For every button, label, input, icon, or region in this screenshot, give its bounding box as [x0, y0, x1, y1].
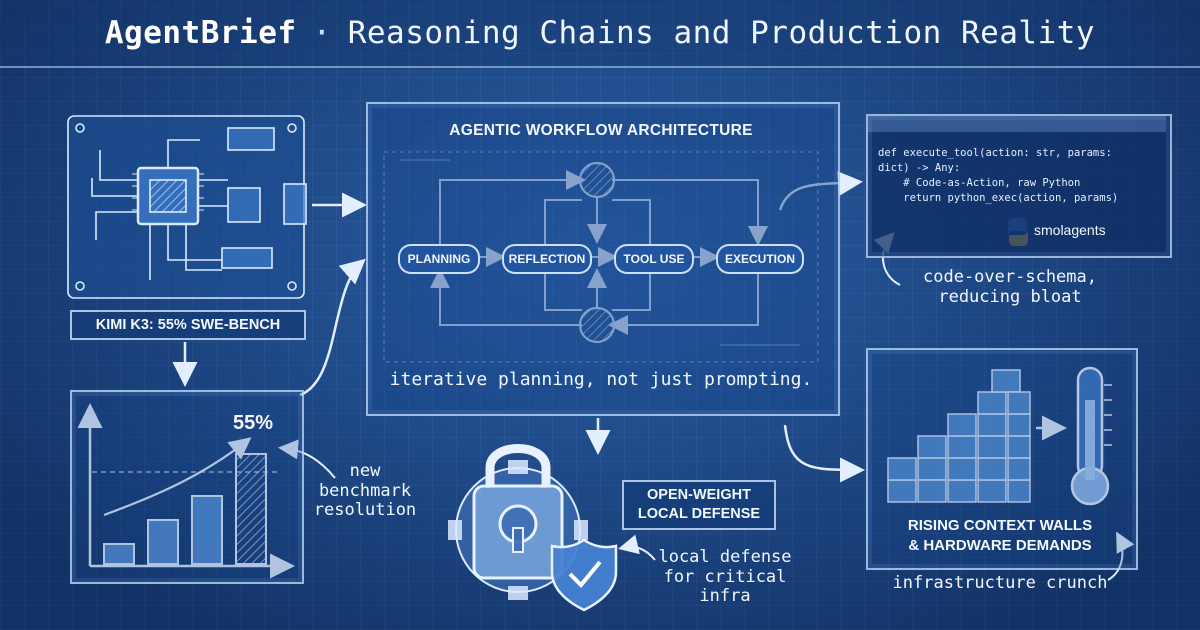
title-separator: ·: [312, 15, 332, 51]
stacked-blocks-icon: [887, 369, 1031, 503]
node-execution: EXECUTION: [716, 244, 804, 274]
hardware-label-line1: RISING CONTEXT WALLS: [907, 517, 1093, 534]
code-annotation: code-over-schema, reducing bloat: [923, 267, 1097, 307]
circuit-board-icon: [67, 115, 307, 299]
library-name: smolagents: [1034, 222, 1106, 238]
padlock-icon: [472, 444, 564, 580]
page-title: Reasoning Chains and Production Reality: [347, 15, 1096, 51]
model-label: KIMI K3: 55% SWE-BENCH: [70, 310, 306, 340]
node-planning: PLANNING: [398, 244, 480, 274]
chart-bar: [147, 519, 179, 565]
defense-label-line1: OPEN-WEIGHT: [647, 487, 751, 503]
workflow-caption: iterative planning, not just prompting.: [389, 369, 813, 390]
code-panel-header: [868, 116, 1166, 132]
hardware-label: RISING CONTEXT WALLS & HARDWARE DEMANDS: [866, 516, 1134, 555]
code-line-3: # Code-as-Action, raw Python: [878, 177, 1081, 189]
code-panel: [866, 114, 1172, 258]
code-line-4: return python_exec(action, params): [878, 192, 1119, 204]
defense-annotation: local defense for critical infra: [658, 547, 792, 607]
hardware-annotation: infrastructure crunch: [892, 573, 1108, 593]
benchmark-chart-panel: [70, 390, 304, 584]
workflow-diagram: [383, 151, 819, 363]
benchmark-annotation: new benchmark resolution: [313, 461, 417, 521]
brand-name: AgentBrief: [104, 15, 297, 51]
shield-check-icon: [550, 538, 618, 612]
chart-bar: [191, 495, 223, 565]
node-tool-use: TOOL USE: [614, 244, 694, 274]
code-line-1: def execute_tool(action: str, params:: [878, 147, 1112, 159]
trend-line: [103, 437, 252, 517]
chart-bars: [103, 453, 267, 565]
title-bar: AgentBrief · Reasoning Chains and Produc…: [0, 0, 1200, 68]
hardware-label-line2: & HARDWARE DEMANDS: [908, 536, 1092, 554]
node-reflection: REFLECTION: [502, 244, 592, 274]
workflow-title: AGENTIC WORKFLOW ARCHITECTURE: [449, 122, 753, 139]
defense-label-line2: LOCAL DEFENSE: [637, 505, 761, 522]
chart-bar: [103, 543, 135, 565]
bar-value-label: 55%: [232, 412, 274, 434]
code-line-2: dict) -> Any:: [878, 162, 961, 174]
defense-label: OPEN-WEIGHT LOCAL DEFENSE: [622, 480, 776, 530]
thermometer-icon: [1070, 366, 1112, 506]
hardware-panel: [866, 348, 1138, 570]
